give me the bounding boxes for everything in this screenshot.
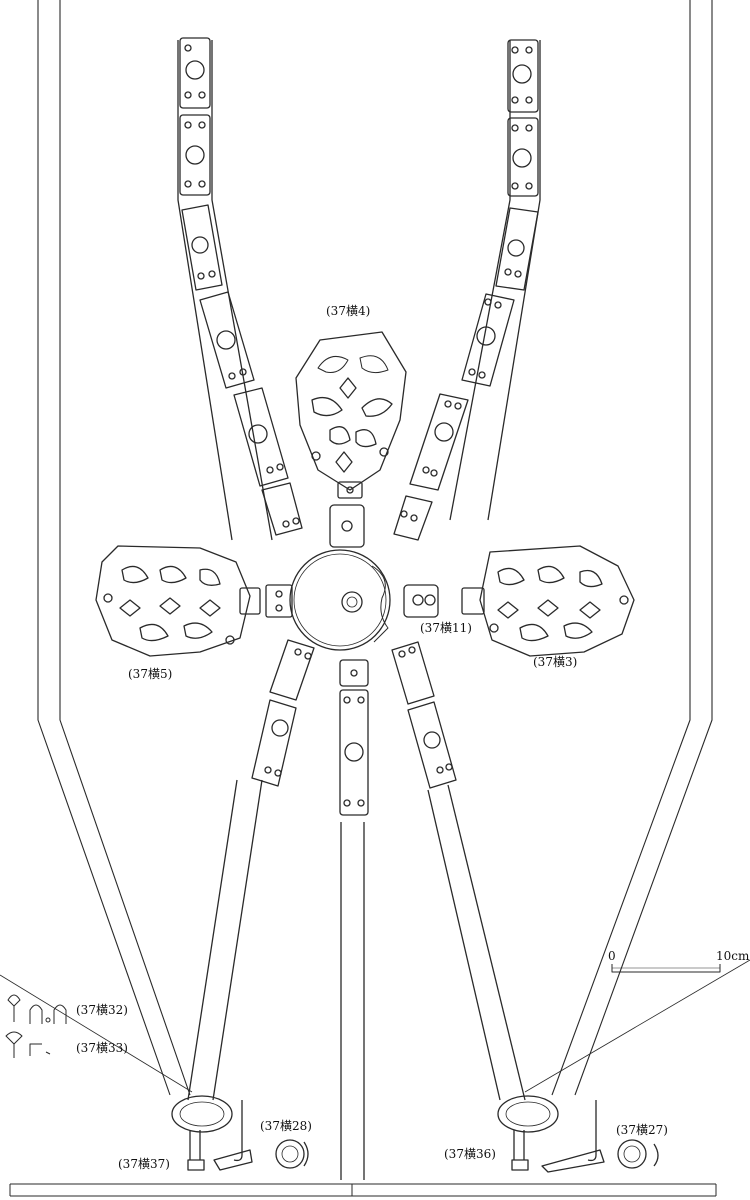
left-upper-strap	[177, 37, 303, 541]
strap-plate	[461, 293, 515, 387]
scale-end-label: 10cm	[716, 949, 750, 963]
strap-plate	[495, 207, 539, 291]
left-ornament	[95, 545, 261, 657]
label-left-bit-ring: (37横37)	[118, 1157, 170, 1171]
right-bit-ring	[497, 1095, 659, 1173]
strap-plate	[181, 204, 223, 291]
strap-plate	[261, 482, 303, 536]
label-small-fitting-a: (37横32)	[76, 1003, 128, 1017]
top-ornament	[295, 331, 407, 499]
label-small-fitting-b: (37横33)	[76, 1041, 128, 1055]
ground-line	[9, 1183, 717, 1197]
scale-start-label: 0	[608, 949, 616, 963]
label-center-mount: (37横11)	[420, 621, 472, 635]
label-top-ornament: (37横4)	[326, 304, 371, 318]
label-right-bit-ring: (37横36)	[444, 1147, 496, 1161]
strap-plate	[507, 117, 539, 197]
strap-plate	[199, 291, 255, 389]
strap-plate	[409, 393, 469, 491]
center-mount	[265, 504, 439, 651]
frame-lines	[37, 0, 713, 1096]
scale-bar	[611, 964, 721, 973]
lower-straps	[0, 779, 750, 1180]
label-right-button: (37横27)	[616, 1123, 668, 1137]
strap-plate	[507, 39, 539, 113]
strap-plate	[233, 387, 289, 487]
small-fittings	[5, 994, 67, 1058]
label-right-ornament: (37横3)	[533, 655, 578, 669]
label-left-ornament: (37横5)	[128, 667, 173, 681]
right-ornament	[461, 545, 635, 657]
right-upper-strap	[393, 39, 541, 541]
strap-plate	[393, 495, 433, 541]
strap-plate	[179, 37, 211, 109]
lower-strap-plates	[251, 639, 457, 816]
left-bit-ring	[171, 1095, 309, 1171]
strap-plate	[179, 114, 211, 196]
label-left-button: (37横28)	[260, 1119, 312, 1133]
